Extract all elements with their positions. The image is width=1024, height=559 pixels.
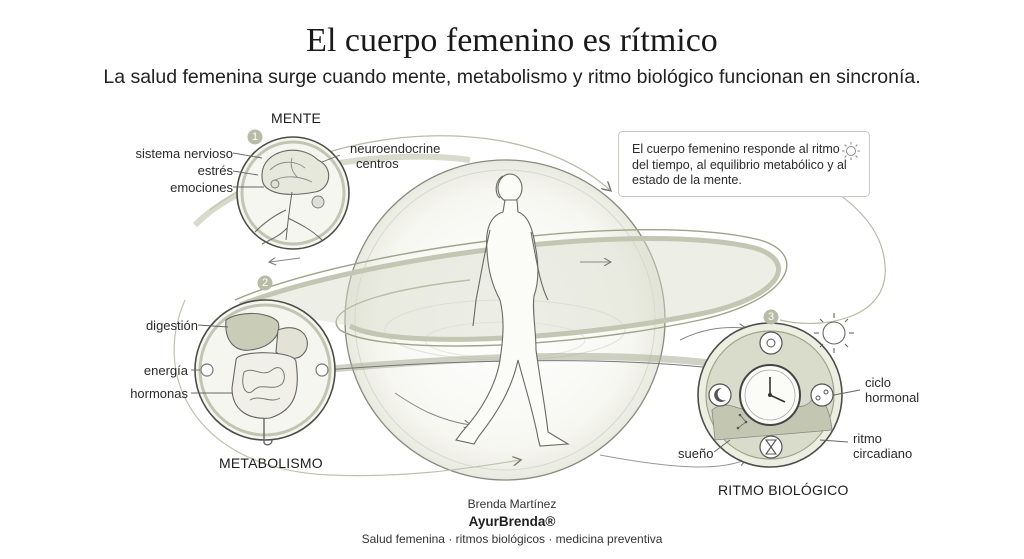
mente-label-emociones: emociones	[170, 180, 233, 195]
page-subtitle: La salud femenina surge cuando mente, me…	[103, 66, 921, 88]
big-sun-icon	[814, 313, 854, 353]
leader-lines	[191, 152, 861, 453]
hourglass-icon	[759, 435, 783, 459]
constellation-icon	[736, 413, 748, 430]
mente-label-sistema-nervioso: sistema nervioso	[135, 146, 233, 161]
metabolismo-label-hormonas: hormonas	[130, 386, 188, 401]
sun-icon	[759, 331, 783, 355]
ritmo-label-hormonal: hormonal	[865, 390, 920, 405]
metabolismo-label-digestion: digestión	[145, 318, 198, 333]
mente-label-neuroendocrine: neuroendocrine	[350, 141, 441, 156]
woman-figure	[455, 173, 570, 447]
ritmo-heading: RITMO BIOLÓGICO	[718, 482, 849, 498]
credit-author: Brenda Martínez	[467, 497, 557, 511]
mente-number-badge	[247, 129, 263, 145]
mente-heading: MENTE	[271, 110, 321, 126]
ritmo-label-sueno: sueño	[678, 446, 714, 461]
metabolismo-number: 2	[261, 277, 269, 289]
ritmo-label-ciclo: ciclo	[865, 375, 892, 390]
cycle-icon	[810, 383, 834, 407]
metabolismo-illustration	[194, 299, 336, 446]
metabolismo-label-energia: energía	[143, 363, 188, 378]
credit-tagline: Salud femenina · ritmos biológicos · med…	[361, 532, 663, 546]
info-box: El cuerpo femenino responde al ritmo del…	[618, 131, 870, 197]
metabolismo-heading: METABOLISMO	[219, 455, 323, 471]
ritmo-number: 3	[767, 311, 775, 323]
clock-icon	[739, 364, 801, 426]
mente-illustration	[236, 136, 350, 250]
moon-icon	[708, 383, 732, 407]
metabolismo-number-badge	[257, 275, 273, 291]
page-title: El cuerpo femenino es rítmico	[306, 22, 718, 59]
mente-label-estres: estrés	[197, 163, 233, 178]
mente-label-centros: centros	[356, 156, 399, 171]
ritmo-label-circadiano: circadiano	[853, 446, 913, 461]
ritmo-number-badge	[763, 309, 779, 325]
ritmo-label-ritmo: ritmo	[853, 431, 882, 446]
info-box-text: El cuerpo femenino responde al ritmo del…	[632, 142, 847, 187]
credit-brand: AyurBrenda®	[468, 514, 556, 529]
mente-number: 1	[251, 131, 259, 143]
sun-outline-icon	[842, 142, 860, 160]
